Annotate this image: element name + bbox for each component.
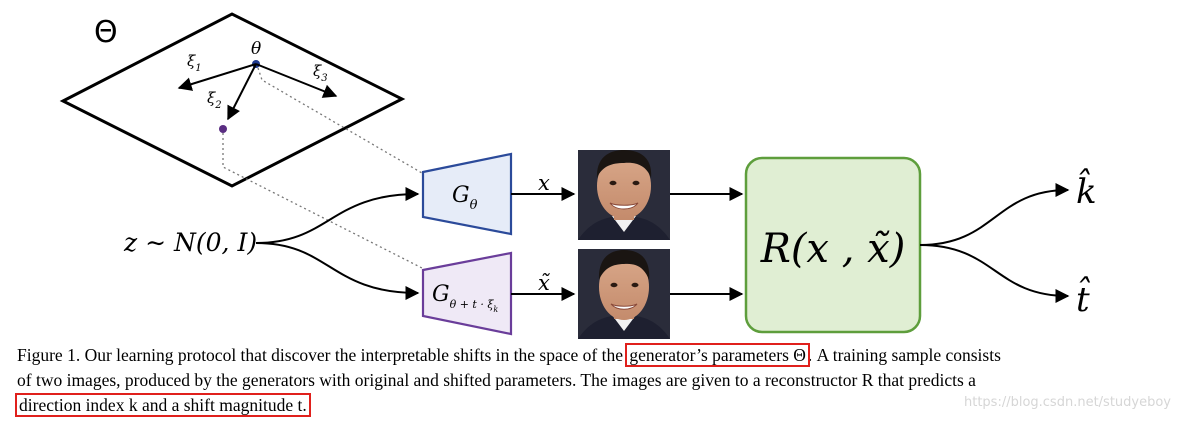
- xi3-arrow: [255, 63, 338, 98]
- x-label: x: [538, 171, 550, 195]
- caption-text-1b: . A training sample consists: [807, 345, 1001, 365]
- xi3-label: ξ3: [313, 62, 328, 84]
- watermark-text: https://blog.csdn.net/studyeboy: [963, 395, 1171, 410]
- caption-highlight-outputs: direction index k and a shift magnitude …: [15, 393, 311, 417]
- xi1-label: ξ1: [187, 52, 202, 74]
- caption-line-3: direction index k and a shift magnitude …: [15, 393, 1167, 418]
- generator-original: [421, 152, 513, 236]
- shifted-theta-point: [219, 125, 227, 133]
- noise-input-label: z ∼ N(0, I): [123, 228, 257, 257]
- projection-line-bottom: [222, 133, 423, 269]
- theta-label: θ: [251, 39, 261, 59]
- xi1-subscript: 1: [195, 63, 201, 74]
- caption-highlight-parameters: generator’s parameters Θ: [625, 343, 810, 367]
- generator-shifted-label: Gθ + t · ξk: [432, 282, 498, 314]
- xi3-subscript: 3: [321, 73, 327, 84]
- xi1-arrow: [177, 63, 257, 91]
- x-tilde-label: x̃: [538, 271, 550, 295]
- z-to-gen-top-arrow: [255, 187, 420, 244]
- xi2-label: ξ2: [207, 89, 222, 111]
- generated-face-original: [578, 150, 670, 240]
- generator-shifted-subsubscript: k: [493, 305, 498, 314]
- xi2-subscript: 2: [214, 100, 221, 111]
- generator-original-label: Gθ: [452, 183, 478, 213]
- learning-protocol-diagram: Θ θ ξ1 ξ2 ξ3 z ∼ N(0, I) Gθ Gθ + t · ξk …: [59, 12, 1097, 339]
- generator-shifted-subscript: θ + t · ξ: [450, 298, 495, 311]
- caption-line-1: Figure 1. Our learning protocol that dis…: [17, 343, 1167, 368]
- generated-face-shifted: [578, 249, 670, 339]
- figure-caption: Figure 1. Our learning protocol that dis…: [15, 343, 1167, 418]
- reconstructor-to-k-arrow: [919, 183, 1070, 246]
- generator-original-subscript: θ: [470, 198, 478, 213]
- reconstructor-to-t-arrow: [919, 244, 1070, 303]
- caption-text-1a: Figure 1. Our learning protocol that dis…: [17, 345, 628, 365]
- k-hat-label: k̂: [1076, 169, 1097, 212]
- xi2-arrow: [227, 63, 257, 121]
- z-to-gen-bottom-arrow: [255, 242, 420, 300]
- space-label: Θ: [94, 15, 118, 50]
- reconstructor-label: R(x , x̃): [760, 226, 906, 272]
- caption-line-2: of two images, produced by the generator…: [17, 370, 976, 390]
- projection-line-top: [257, 67, 423, 174]
- t-hat-label: t̂: [1076, 277, 1091, 320]
- parameter-space-plane: [59, 12, 406, 188]
- generator-shifted: [421, 251, 513, 336]
